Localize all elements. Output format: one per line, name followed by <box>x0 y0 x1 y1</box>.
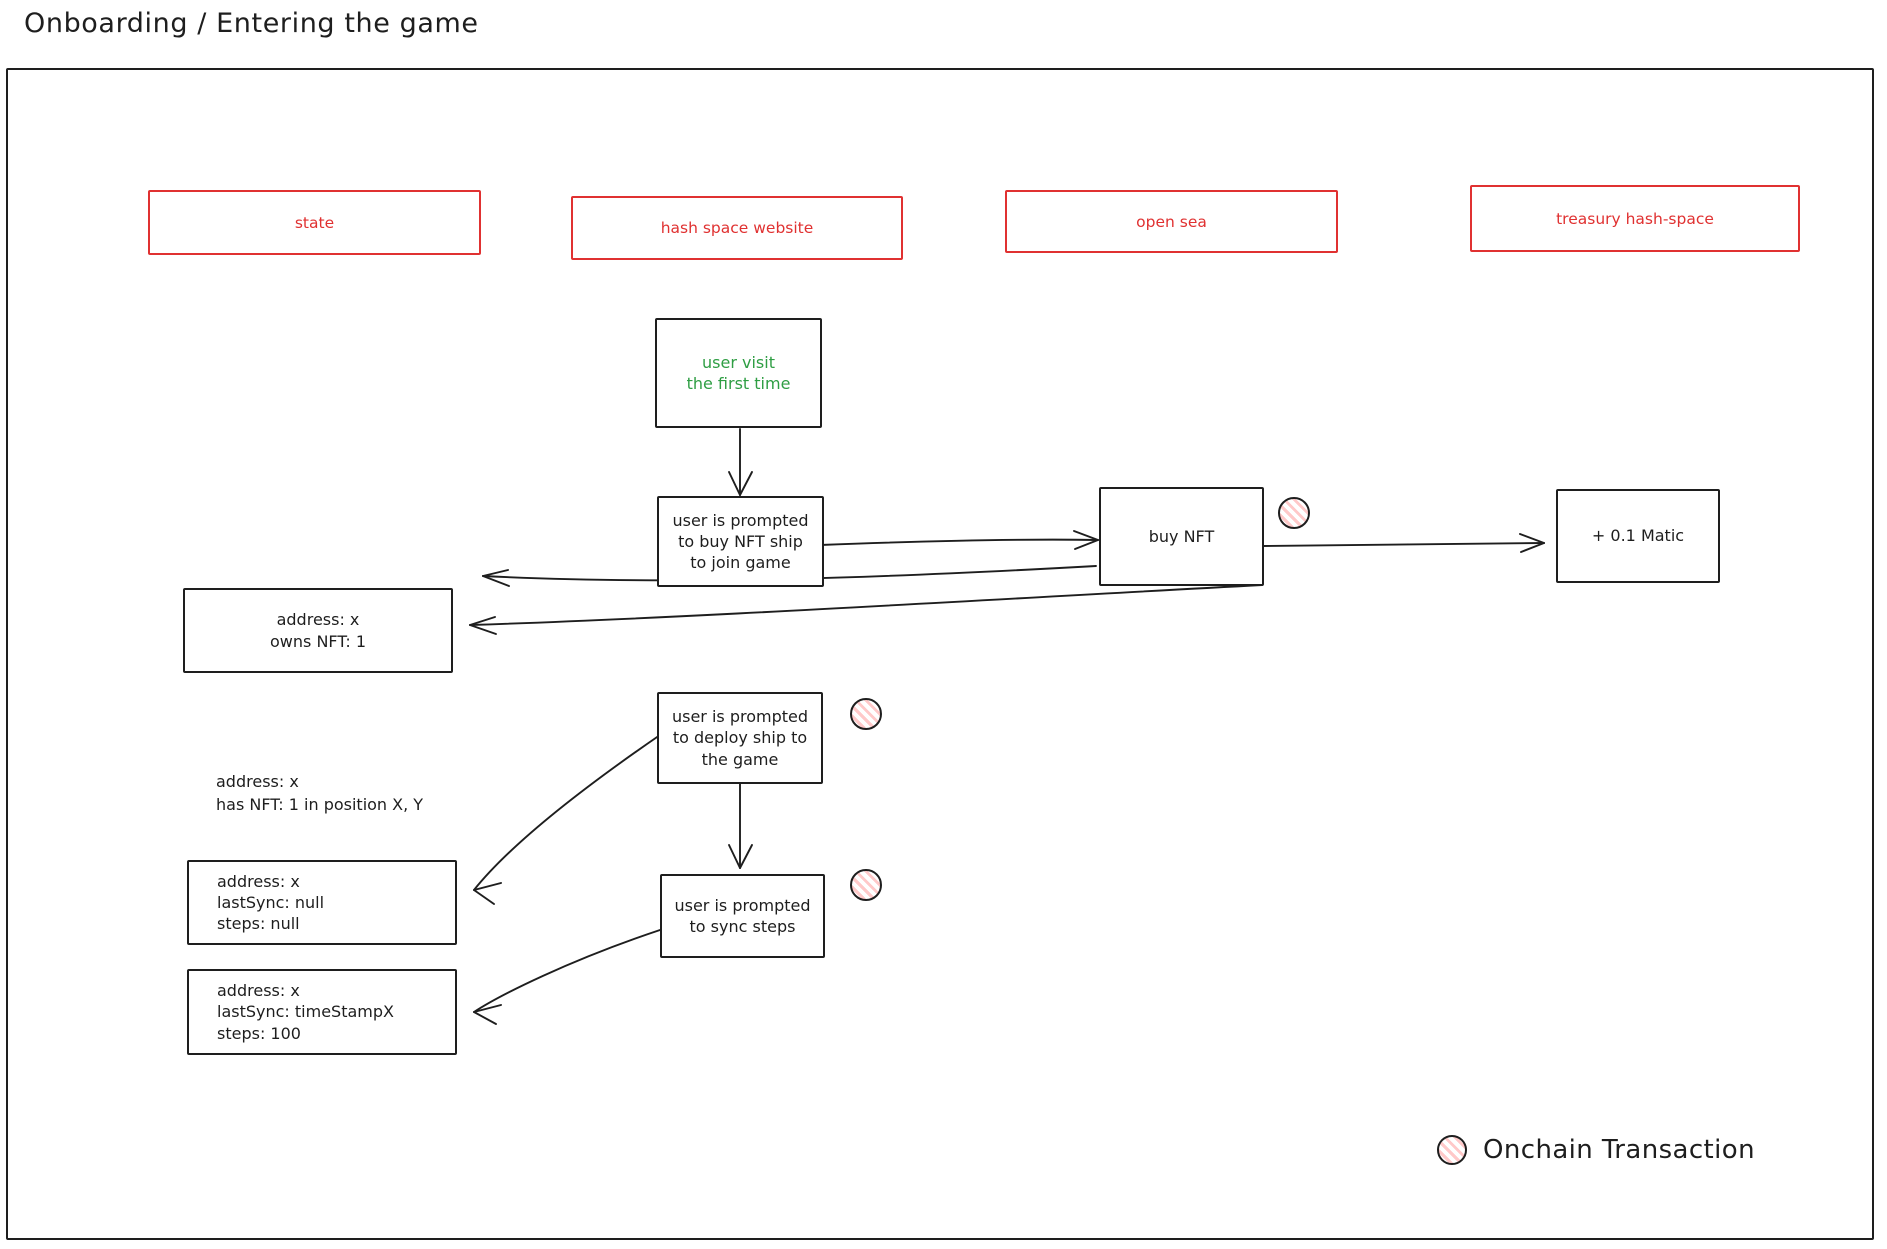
legend-label: Onchain Transaction <box>1483 1135 1755 1165</box>
node-prompt-sync-steps[interactable]: user is prompted to sync steps <box>660 874 825 958</box>
node-text: address: x lastSync: timeStampX steps: 1… <box>217 981 394 1043</box>
node-text: user is prompted to buy NFT ship to join… <box>672 510 809 573</box>
lane-label: hash space website <box>660 219 814 237</box>
lane-label: state <box>294 213 335 232</box>
onchain-transaction-marker-icon <box>850 698 882 730</box>
node-text: user is prompted to sync steps <box>674 895 811 936</box>
diagram-frame <box>6 68 1874 1240</box>
node-state-lastsync-null[interactable]: address: x lastSync: null steps: null <box>187 860 457 945</box>
lane-header-open-sea[interactable]: open sea <box>1005 190 1338 253</box>
node-state-owns-nft[interactable]: address: x owns NFT: 1 <box>183 588 453 673</box>
onchain-transaction-marker-icon <box>850 869 882 901</box>
node-text: buy NFT <box>1148 526 1215 546</box>
annotation-position-note: address: x has NFT: 1 in position X, Y <box>216 772 424 815</box>
node-user-visit[interactable]: user visit the first time <box>655 318 822 428</box>
lane-header-treasury-hash-space[interactable]: treasury hash-space <box>1470 185 1800 252</box>
node-text: + 0.1 Matic <box>1591 526 1685 546</box>
lane-label: treasury hash-space <box>1556 209 1714 228</box>
lane-label: open sea <box>1136 212 1207 231</box>
node-text: address: x owns NFT: 1 <box>270 610 366 651</box>
lane-header-hash-space-website[interactable]: hash space website <box>571 196 903 260</box>
node-plus-matic[interactable]: + 0.1 Matic <box>1556 489 1720 583</box>
node-text: user is prompted to deploy ship to the g… <box>671 707 809 769</box>
onchain-transaction-legend-icon <box>1437 1135 1467 1165</box>
node-text: user visit the first time <box>686 352 791 393</box>
node-prompt-deploy-ship[interactable]: user is prompted to deploy ship to the g… <box>657 692 823 784</box>
onchain-transaction-marker-icon <box>1278 497 1310 529</box>
legend: Onchain Transaction <box>1437 1135 1755 1165</box>
node-text: address: x lastSync: null steps: null <box>217 871 325 934</box>
node-state-lastsync-timestamp[interactable]: address: x lastSync: timeStampX steps: 1… <box>187 969 457 1055</box>
lane-header-state[interactable]: state <box>148 190 481 255</box>
node-buy-nft[interactable]: buy NFT <box>1099 487 1264 586</box>
node-prompt-buy-nft[interactable]: user is prompted to buy NFT ship to join… <box>657 496 824 587</box>
page-title: Onboarding / Entering the game <box>24 8 479 39</box>
